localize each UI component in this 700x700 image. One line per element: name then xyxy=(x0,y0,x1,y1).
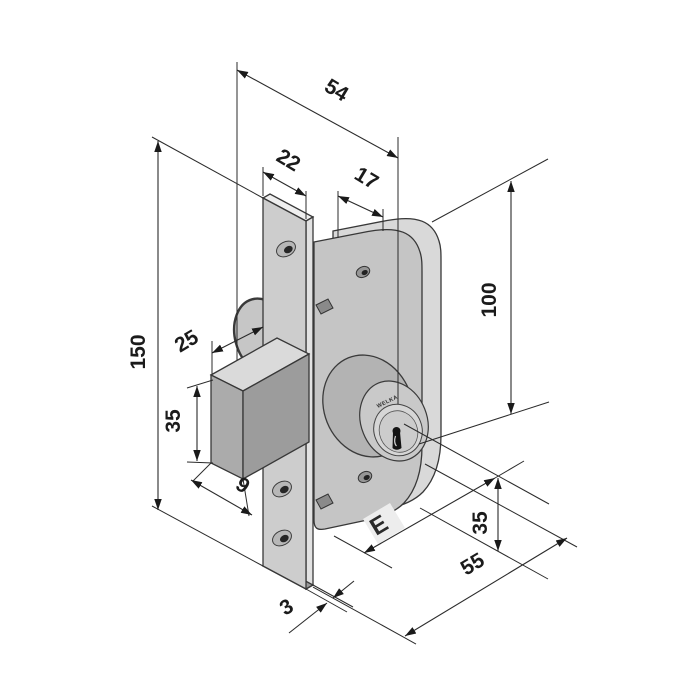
dim-cylinder-axis-height-label: 35 xyxy=(469,511,492,535)
keyhole-icon xyxy=(392,427,402,450)
case-screw-hole-top xyxy=(355,265,371,279)
faceplate-screw-hole-top xyxy=(276,240,296,258)
dim-bolt-height: 35 xyxy=(162,379,214,464)
backset-label-tile xyxy=(363,503,405,544)
case-cutout-top xyxy=(315,298,334,315)
dim-backset: E xyxy=(333,423,550,569)
bolt-right-face xyxy=(242,352,310,481)
dim-faceplate-height: 150 xyxy=(127,136,264,567)
case-cutout-bottom xyxy=(315,493,334,510)
dim-case-height-label: 100 xyxy=(478,282,501,317)
dim-cylinder-axis-height: 35 xyxy=(419,478,549,580)
lock-cylinder: WELKA xyxy=(322,354,429,462)
dim-bolt-height-label: 35 xyxy=(162,409,185,433)
dim-case-height: 100 xyxy=(418,158,550,445)
faceplate-screw-hole-mid xyxy=(272,480,292,498)
dim-faceplate-height-label: 150 xyxy=(127,334,150,369)
deadbolt xyxy=(209,337,311,481)
bolt-left-face xyxy=(210,373,244,481)
faceplate-screw-hole-bottom xyxy=(272,529,292,547)
